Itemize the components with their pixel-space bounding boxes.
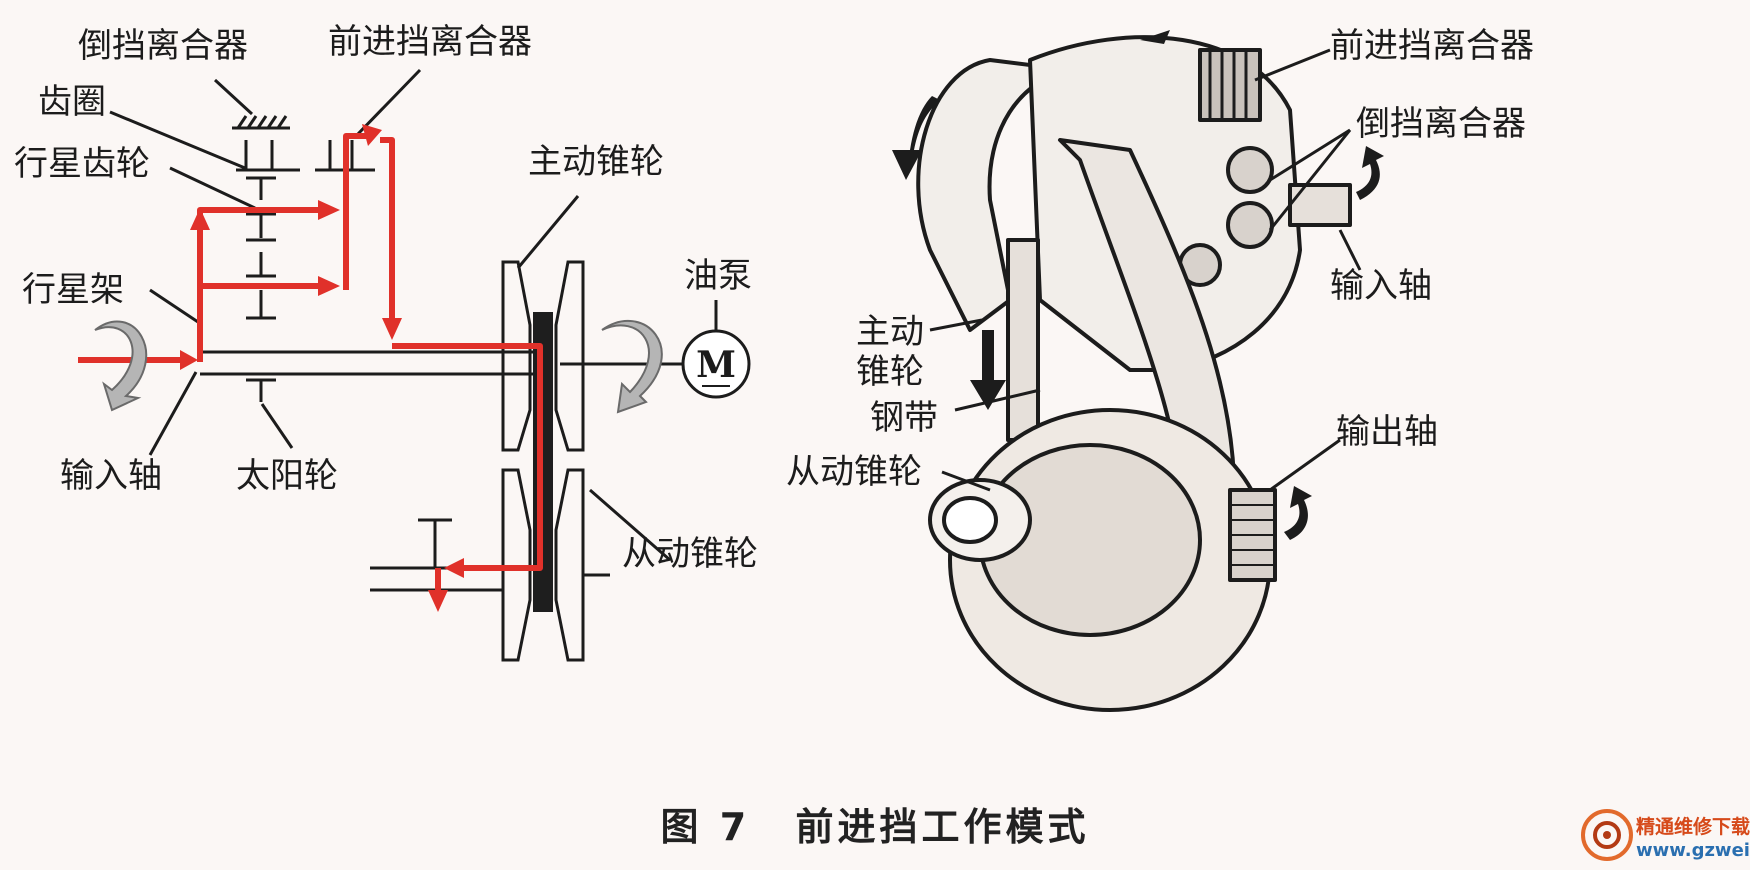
drive-shaft [1006,238,1040,442]
watermark-url: www.gzweix.com [1636,840,1750,861]
label-oil-pump: 油泵 [684,256,752,296]
leader-right-forward-clutch [1254,48,1331,82]
leader-planet-gear [169,166,256,210]
leader-right-drive-pulley [929,318,983,332]
watermark-logo: 精通维修下载 www.gzweix.com [1580,808,1750,870]
label-drive-pulley-left: 主动锥轮 [528,142,664,182]
arrow-output-shaft [1284,486,1312,540]
label-sun-gear: 太阳轮 [236,456,338,496]
leader-driven-pulley [589,488,671,562]
power-flow-schematic: M [78,68,751,662]
leader-sun-gear [260,403,294,449]
leader-right-driven-pulley [941,470,991,492]
arrow-drive-down [970,330,1006,410]
leader-right-reverse-clutch-2 [1268,129,1352,231]
power-flow-arrowheads [180,124,464,612]
drive-pulley-housing [916,58,1072,332]
motor-symbol: M [696,344,736,386]
label-ring-gear: 齿圈 [38,82,106,122]
leader-right-reverse-clutch-1 [1269,128,1351,182]
planet-gear-2 [1226,201,1274,249]
label-forward-clutch-left: 前进挡离合器 [328,22,532,62]
label-reverse-clutch-left: 倒挡离合器 [78,26,248,66]
drive-pulley-left-sheave [501,260,532,452]
arrow-clutch-top [1140,30,1170,44]
arrow-drive-pulley [892,96,940,180]
input-shaft-body [1288,183,1352,227]
label-input-shaft-right: 输入轴 [1330,266,1432,306]
label-forward-clutch-right: 前进挡离合器 [1330,26,1534,66]
watermark-brand: 精通维修下载 [1636,816,1750,838]
label-drive-pulley-right-1: 主动 [856,312,924,352]
label-drive-pulley-right-2: 锥轮 [856,352,924,392]
leader-planet-carrier [149,288,199,324]
ground-hatch [236,115,288,129]
leader-reverse-clutch [213,78,254,116]
figure-caption: 图 7 前进挡工作模式 [0,796,1750,851]
leader-forward-clutch [354,68,422,138]
label-driven-pulley-right: 从动锥轮 [786,452,922,492]
leader-drive-pulley [516,195,580,269]
watermark-eye-icon [1581,809,1633,861]
label-planet-carrier: 行星架 [22,270,124,310]
leader-ring-gear [109,110,246,170]
driven-pulley-left-sheave [501,468,532,662]
leader-right-output-shaft [1269,438,1341,492]
rotation-arrow-input [94,320,148,412]
leader-right-steel-belt [954,388,1041,412]
label-driven-pulley-left: 从动锥轮 [622,534,758,574]
arrow-input-shaft [1356,146,1384,200]
planet-gear-1 [1226,146,1274,194]
drive-pulley-right-sheave [554,260,585,452]
figure-number: 图 7 [660,805,751,849]
leader-right-input-shaft [1338,229,1362,271]
cvt-cutaway-illustration [892,30,1384,712]
rotation-arrows [892,30,1384,540]
label-input-shaft-left: 输入轴 [60,456,162,496]
rotation-arrow-pump [601,319,663,414]
power-flow-path [78,133,543,600]
label-output-shaft: 输出轴 [1336,412,1438,452]
driven-pulley-right-sheave [554,468,585,662]
label-reverse-clutch-right: 倒挡离合器 [1356,104,1526,144]
figure-title: 前进挡工作模式 [795,805,1090,849]
label-steel-belt: 钢带 [870,398,938,438]
label-planet-gear: 行星齿轮 [14,144,150,184]
oil-pump-circle [681,329,751,399]
leader-input-shaft [148,371,198,456]
